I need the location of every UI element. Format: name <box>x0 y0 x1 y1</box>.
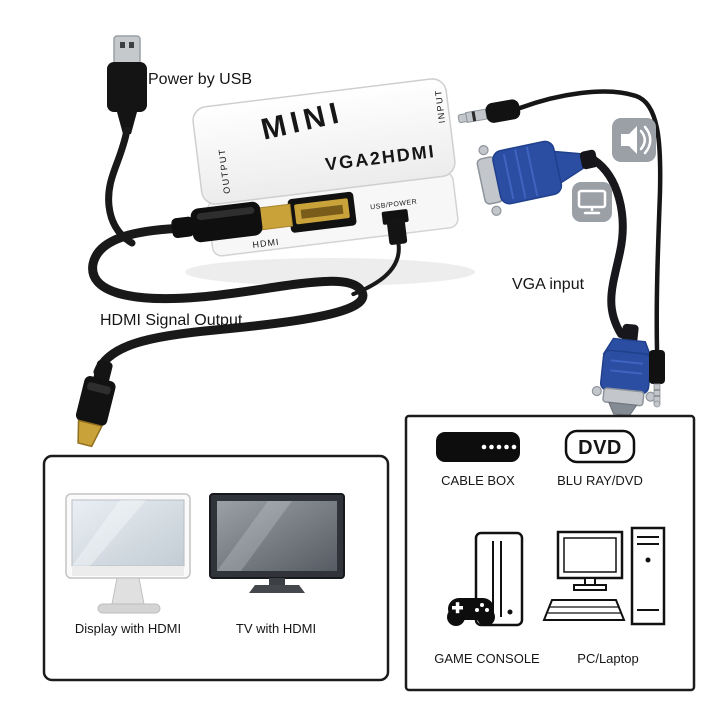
usb-plug-icon <box>107 35 147 134</box>
vga-input-label: VGA input <box>512 276 585 293</box>
audio-cable <box>517 89 663 353</box>
game-console-icon <box>447 531 524 627</box>
cable-box-icon <box>436 432 520 462</box>
converter-top-face <box>192 78 456 205</box>
vga-cable <box>590 156 627 338</box>
tv-icon <box>209 493 345 593</box>
dvd-logo: DVD <box>564 429 636 464</box>
hdmi-output-cable <box>88 223 368 377</box>
tv-label: TV with HDMI <box>236 621 316 636</box>
game-console-label: GAME CONSOLE <box>434 651 540 666</box>
display-icon <box>65 493 191 614</box>
pc-icon <box>542 526 666 626</box>
pc-laptop-label: PC/Laptop <box>577 651 638 666</box>
monitor-icon <box>572 182 612 222</box>
dvd-logo-text: DVD <box>578 437 622 459</box>
converter-shadow <box>185 258 475 286</box>
speaker-icon <box>612 118 656 162</box>
blu-ray-dvd-label: BLU RAY/DVD <box>557 473 643 488</box>
cable-box-label: CABLE BOX <box>441 473 515 488</box>
input-devices-box: CABLE BOX DVD BLU RAY/DVD GAME CONSOLE <box>404 414 696 692</box>
display-label: Display with HDMI <box>75 621 181 636</box>
output-devices-box: Display with HDMI TV with HDMI <box>42 454 390 682</box>
mini-usb-plug-icon <box>351 217 408 297</box>
power-by-usb-label: Power by USB <box>148 71 252 88</box>
input-port-label: INPUT <box>433 88 447 123</box>
audio-plug-icon <box>457 99 521 124</box>
hdmi-plug-at-converter-icon <box>171 201 294 243</box>
hdmi-port-text: HDMI <box>252 237 280 250</box>
audio-jack-icon <box>649 350 665 408</box>
vga-connector-bottom-icon <box>591 323 656 417</box>
vga-connector-icon <box>476 140 598 216</box>
usb-power-cable <box>105 126 136 247</box>
hdmi-port <box>287 191 357 233</box>
hdmi-plug-icon <box>75 360 116 448</box>
vga2hdmi-converter: MINI VGA2HDMI OUTPUT INPUT HDMI USB/POWE… <box>171 78 459 297</box>
hdmi-signal-output-label: HDMI Signal Output <box>100 312 243 329</box>
